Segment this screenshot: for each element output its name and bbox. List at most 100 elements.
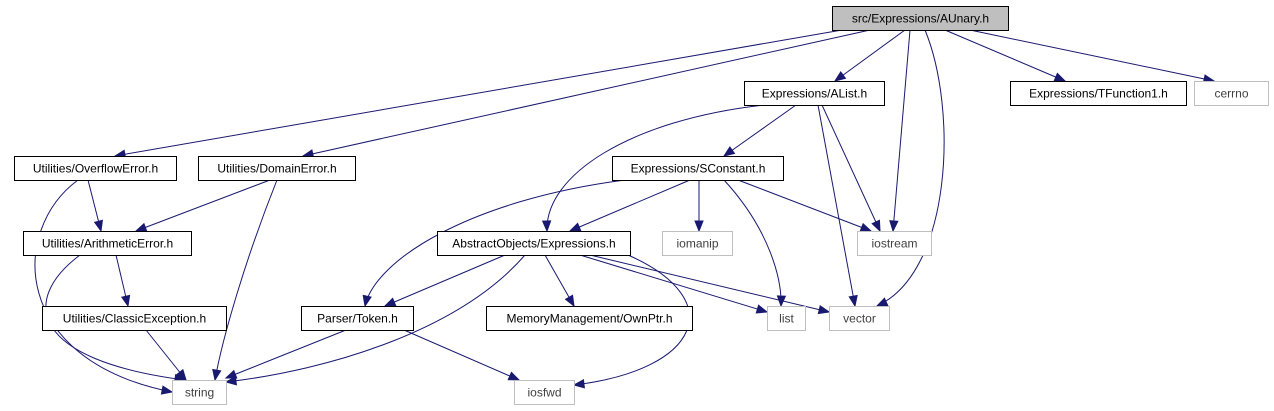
node-label: iosfwd — [527, 386, 561, 400]
edge-line — [737, 179, 872, 232]
node-label: Parser/Token.h — [317, 312, 398, 326]
arrowhead-icon — [93, 219, 103, 233]
edge-line — [573, 254, 690, 386]
arrowhead-icon — [871, 219, 881, 233]
node-label: Expressions/SConstant.h — [631, 162, 766, 176]
node-box — [767, 306, 806, 331]
edge-token-to-iosfwd — [403, 329, 521, 381]
edge-line — [569, 179, 691, 232]
edge-domain-to-string — [212, 179, 278, 382]
node-box — [612, 156, 784, 181]
node-box — [172, 380, 227, 405]
edge-aunary-to-tfunction1 — [944, 29, 1067, 82]
node-box — [857, 231, 932, 256]
edge-alist-to-vector — [817, 104, 858, 308]
node-box — [14, 156, 177, 181]
node-label: Expressions/AList.h — [762, 87, 867, 101]
edge-sconstant-to-absexpr — [568, 179, 691, 232]
edges-layer — [34, 29, 1216, 395]
arrowhead-icon — [694, 220, 704, 233]
edge-line — [145, 329, 187, 381]
arrowhead-icon — [120, 294, 131, 308]
node-label: src/Expressions/AUnary.h — [852, 12, 989, 26]
arrowhead-icon — [383, 297, 397, 307]
arrowhead-icon — [848, 294, 858, 308]
arrowhead-icon — [212, 368, 222, 382]
edge-absexpr-to-ownptr — [544, 254, 575, 308]
edge-line — [817, 104, 856, 307]
arrowhead-icon — [362, 294, 372, 308]
arrowhead-icon — [817, 304, 831, 315]
arrowhead-icon — [722, 146, 736, 157]
edge-aunary-to-alist — [833, 29, 906, 82]
node-iomanip: iomanip — [662, 231, 733, 256]
edge-alist-to-absexpr — [541, 104, 765, 233]
node-tfunction1[interactable]: Expressions/TFunction1.h — [1010, 81, 1187, 106]
edge-sconstant-to-iostream — [737, 179, 873, 232]
edge-line — [403, 329, 520, 381]
edge-line — [34, 179, 173, 393]
node-box — [301, 306, 414, 331]
arrowhead-icon — [224, 376, 237, 386]
edge-line — [114, 29, 843, 157]
edge-overflow-to-string — [34, 179, 174, 395]
edge-line — [546, 104, 765, 232]
node-box — [486, 306, 693, 331]
node-box — [832, 6, 1009, 31]
arrowhead-icon — [568, 222, 582, 232]
edge-sconstant-to-iomanip — [694, 180, 704, 233]
node-absexpr[interactable]: AbstractObjects/Expressions.h — [437, 231, 631, 256]
arrowhead-icon — [541, 220, 552, 233]
node-box — [514, 380, 575, 405]
edge-line — [834, 29, 906, 82]
node-vector: vector — [829, 306, 890, 331]
arrowhead-icon — [572, 379, 585, 389]
arrowhead-icon — [175, 368, 187, 382]
node-sconstant[interactable]: Expressions/SConstant.h — [612, 156, 784, 181]
node-overflow[interactable]: Utilities/OverflowError.h — [14, 156, 177, 181]
node-ownptr[interactable]: MemoryManagement/OwnPtr.h — [486, 306, 693, 331]
edge-aunary-to-overflow — [113, 29, 843, 159]
node-string: string — [172, 380, 227, 405]
node-classic[interactable]: Utilities/ClassicException.h — [42, 306, 227, 331]
edge-arith-to-classic — [115, 254, 131, 308]
edge-alist-to-iostream — [821, 104, 881, 233]
edge-line — [225, 254, 526, 383]
node-box — [1010, 81, 1187, 106]
edge-line — [969, 29, 1215, 82]
edge-line — [892, 29, 911, 232]
node-box — [42, 306, 227, 331]
edge-alist-to-sconstant — [722, 104, 797, 157]
arrowhead-icon — [833, 70, 847, 82]
node-label: Expressions/TFunction1.h — [1029, 87, 1168, 101]
node-box — [23, 231, 192, 256]
node-label: iostream — [871, 237, 917, 251]
arrowhead-icon — [224, 369, 238, 379]
arrowhead-icon — [755, 304, 769, 314]
node-arith[interactable]: Utilities/ArithmeticError.h — [23, 231, 192, 256]
node-aunary[interactable]: src/Expressions/AUnary.h — [832, 6, 1009, 31]
edge-absexpr-to-vector — [589, 254, 831, 315]
node-domain[interactable]: Utilities/DomainError.h — [198, 156, 356, 181]
node-label: vector — [843, 312, 876, 326]
edge-overflow-to-arith — [87, 179, 103, 233]
node-box — [662, 231, 733, 256]
nodes-layer: src/Expressions/AUnary.hExpressions/ALis… — [14, 6, 1269, 405]
node-token[interactable]: Parser/Token.h — [301, 306, 414, 331]
node-label: AbstractObjects/Expressions.h — [452, 237, 615, 251]
edge-sconstant-to-list — [723, 179, 787, 308]
node-alist[interactable]: Expressions/AList.h — [744, 81, 885, 106]
edge-line — [225, 329, 347, 379]
edge-line — [214, 179, 278, 381]
arrowhead-icon — [859, 222, 873, 232]
node-label: Utilities/ClassicException.h — [63, 312, 206, 326]
edge-line — [821, 104, 881, 232]
node-label: Utilities/ArithmeticError.h — [42, 237, 173, 251]
arrowhead-icon — [875, 297, 889, 307]
node-label: list — [779, 312, 794, 326]
node-box — [437, 231, 631, 256]
edge-aunary-to-vector — [875, 29, 945, 307]
node-iostream: iostream — [857, 231, 932, 256]
node-cerrno: cerrno — [1194, 81, 1269, 106]
arrowhead-icon — [134, 222, 148, 232]
